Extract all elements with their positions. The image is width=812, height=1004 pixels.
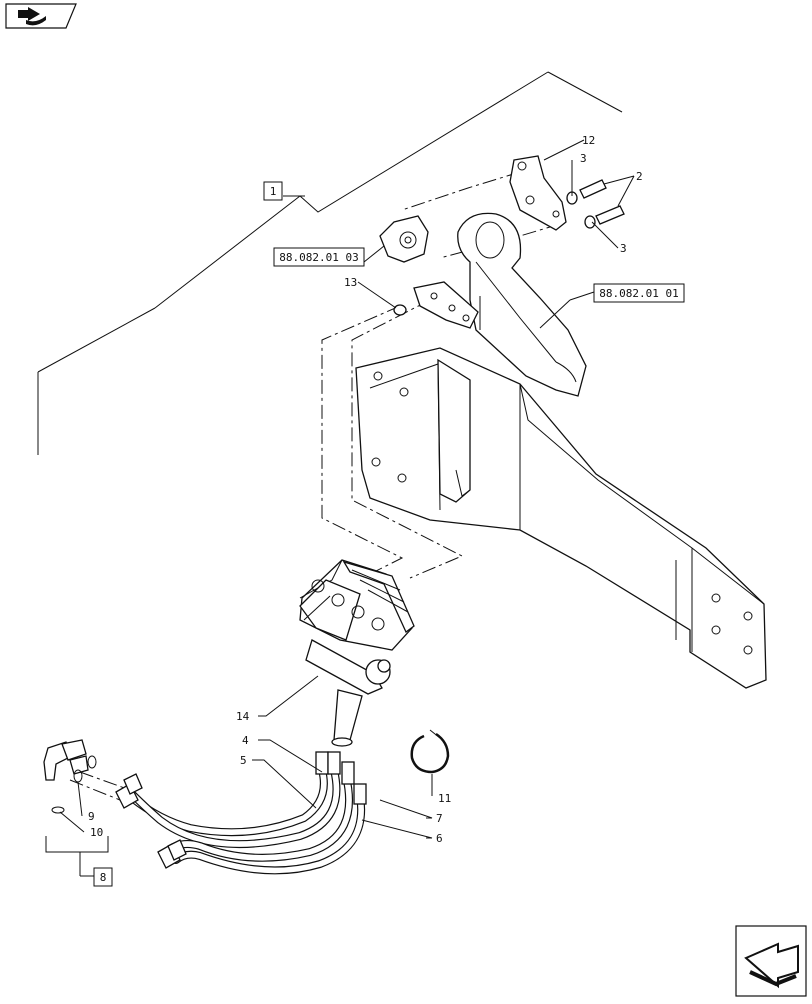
ref-label-3-bottom: 3 (620, 242, 627, 255)
ref-label-5: 5 (240, 754, 247, 767)
link-box-88-082-01-03[interactable]: 88.082.01 03 (273, 247, 365, 267)
ref-box-8[interactable]: 8 (93, 867, 113, 887)
svg-text:88.082.01 01: 88.082.01 01 (599, 287, 678, 300)
ref-label-10: 10 (90, 826, 103, 839)
support-frame (355, 347, 767, 689)
mounting-bracket[interactable] (509, 155, 567, 231)
ref-label-12: 12 (582, 134, 595, 147)
leader-lines (45, 139, 635, 877)
link-box-88-082-01-01[interactable]: 88.082.01 01 (593, 283, 685, 303)
bolts-washers[interactable] (566, 179, 625, 229)
ref-label-7: 7 (436, 812, 443, 825)
ref-box-1[interactable]: 1 (263, 181, 283, 201)
svg-text:88.082.01 03: 88.082.01 03 (279, 251, 358, 264)
control-valve-block[interactable] (299, 559, 415, 747)
retaining-ring[interactable] (410, 729, 450, 774)
terminal-block[interactable] (393, 281, 479, 329)
svg-text:8: 8 (100, 871, 107, 884)
ref-label-9: 9 (88, 810, 95, 823)
ref-label-4: 4 (242, 734, 249, 747)
assembly-bracket-1 (37, 71, 623, 455)
ref-label-6: 6 (436, 832, 443, 845)
hydraulic-hoses[interactable] (115, 751, 367, 875)
ref-label-2: 2 (636, 170, 643, 183)
support-arm (457, 212, 587, 397)
socket-coupler[interactable] (379, 215, 429, 263)
elbow-fittings[interactable] (43, 739, 97, 814)
svg-text:1: 1 (270, 185, 277, 198)
book-arrow-icon[interactable] (5, 3, 77, 29)
ref-label-11: 11 (438, 792, 451, 805)
ref-label-13: 13 (344, 276, 357, 289)
ref-label-14: 14 (236, 710, 250, 723)
next-page-arrow-icon[interactable] (735, 925, 807, 997)
ref-label-3-top: 3 (580, 152, 587, 165)
